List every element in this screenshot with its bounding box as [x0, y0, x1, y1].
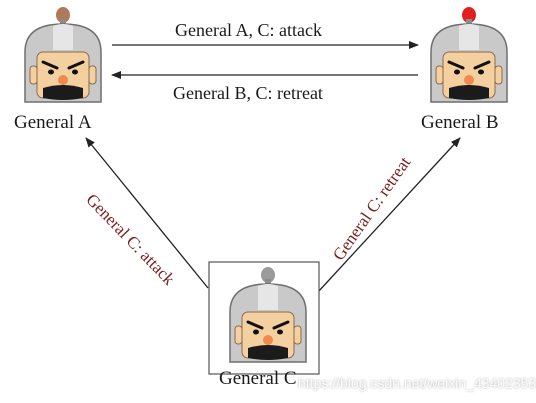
- arrow-c-to-a: [85, 137, 209, 289]
- watermark-text: https://blog.csdn.net/weixin_43402353: [298, 375, 536, 391]
- plume-icon: [56, 7, 70, 23]
- eye-icon: [478, 69, 484, 75]
- nose-icon: [263, 335, 273, 345]
- beard-icon: [449, 85, 489, 100]
- general-b-label: General B: [421, 112, 499, 133]
- general-a-avatar: [24, 7, 102, 103]
- eye-icon: [48, 69, 54, 75]
- general-c-label: General C: [219, 368, 297, 389]
- eye-icon: [454, 69, 460, 75]
- nose-icon: [464, 75, 474, 85]
- plume-icon: [462, 7, 476, 23]
- general-a-label: General A: [14, 112, 92, 133]
- beard-icon: [43, 85, 83, 100]
- eye-icon: [253, 329, 259, 335]
- eye-icon: [72, 69, 78, 75]
- nose-icon: [58, 75, 68, 85]
- message-a-to-b: General A, C: attack: [175, 20, 322, 40]
- general-b-avatar: [430, 7, 508, 103]
- eye-icon: [277, 329, 283, 335]
- message-b-to-a: General B, C: retreat: [173, 83, 323, 103]
- arrow-c-to-b: [317, 137, 461, 293]
- beard-icon: [248, 345, 288, 360]
- plume-icon: [261, 267, 275, 283]
- general-c-avatar: [229, 267, 307, 363]
